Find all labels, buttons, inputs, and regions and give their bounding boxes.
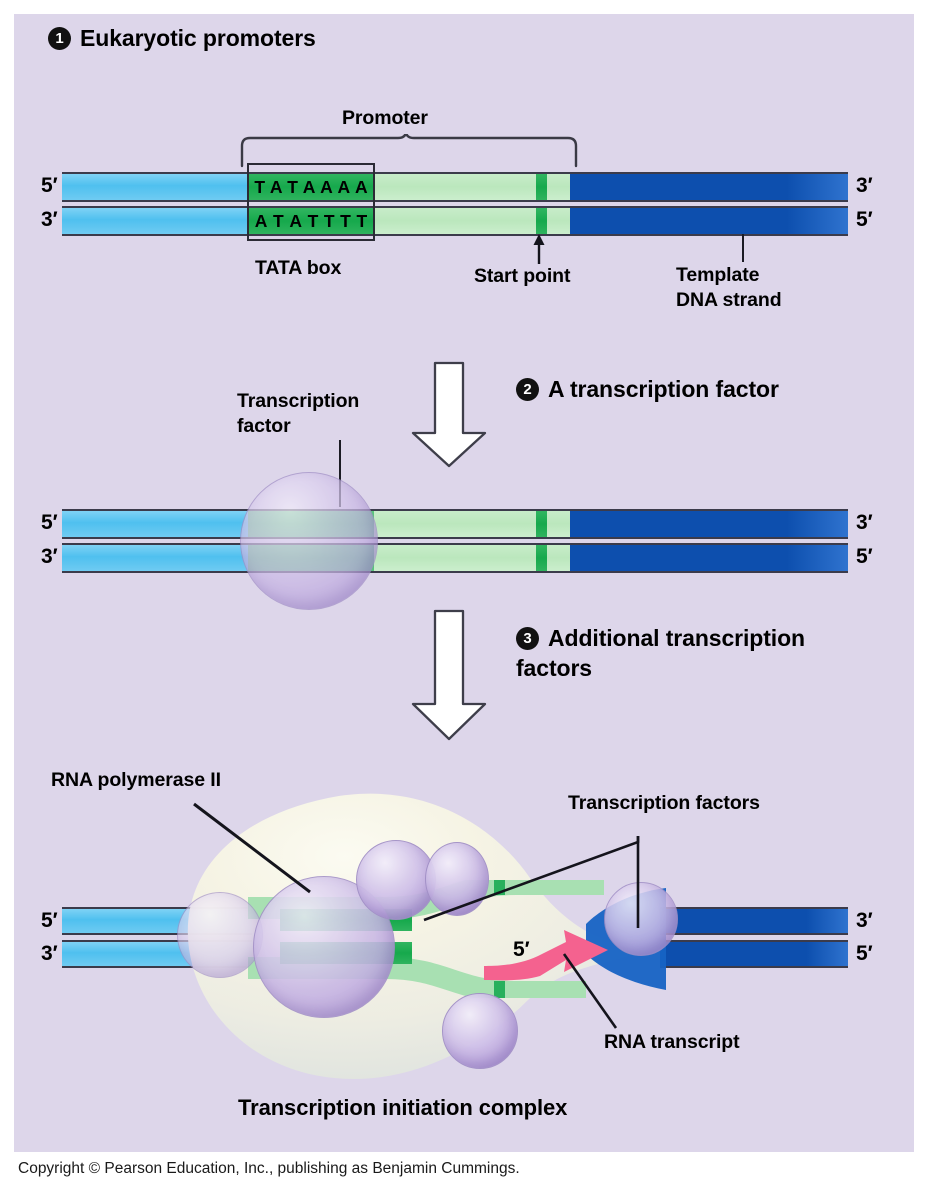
down-arrow-1-icon: [411, 361, 487, 468]
step-2-number: 2: [516, 378, 539, 401]
step3-right-top-prime: 3′: [856, 909, 873, 932]
transcription-factor-leader-line: [339, 440, 342, 507]
step-3-number: 3: [516, 627, 539, 650]
transcription-factor-sphere-lower: [442, 993, 518, 1069]
template-strand-label-line2: DNA strand: [676, 289, 782, 311]
step-2-title: A transcription factor: [548, 376, 779, 402]
step1-right-bottom-prime: 5′: [856, 208, 873, 231]
dna-bottom-strand-step2: [62, 543, 848, 573]
step2-right-bottom-prime: 5′: [856, 545, 873, 568]
start-point-arrow-icon: [533, 234, 545, 264]
rna-polymerase-leader-line: [193, 802, 311, 894]
transcription-factor-sphere-right: [604, 882, 678, 956]
step1-left-bottom-prime: 3′: [41, 208, 58, 231]
step3-left-bottom-prime: 3′: [41, 942, 58, 965]
rna-transcript-arrow: [484, 930, 608, 981]
upstream-factor-sphere: [177, 892, 263, 978]
transcription-factors-leader-lines: [423, 836, 640, 928]
transcription-factor-label-line2: factor: [237, 415, 291, 437]
step3-left-top-prime: 5′: [41, 909, 58, 932]
step1-right-top-prime: 3′: [856, 174, 873, 197]
step3-right-bottom-prime: 5′: [856, 942, 873, 965]
transcription-factor-label-line1: Transcription: [237, 390, 360, 412]
step-1-number: 1: [48, 27, 71, 50]
rna-transcript-leader-line: [562, 953, 618, 1029]
dna-top-strand-step2: [62, 509, 848, 539]
transcription-factor-sphere: [240, 472, 378, 610]
figure-caption: Transcription initiation complex: [238, 1095, 568, 1120]
rna-transcript-prime-label: 5′: [513, 938, 530, 961]
tata-box-outline: [247, 163, 375, 241]
tata-box-label: TATA box: [255, 257, 342, 279]
step-3-title: Additional transcription: [548, 625, 805, 651]
step-1-title: Eukaryotic promoters: [80, 25, 316, 51]
template-strand-label-line1: Template: [676, 264, 760, 286]
dna-bottom-strand-step3-right: [660, 940, 848, 968]
rna-transcript-label: RNA transcript: [604, 1031, 740, 1053]
step2-left-top-prime: 5′: [41, 511, 58, 534]
transcription-factor-sphere-upper-2: [425, 842, 489, 916]
rna-polymerase-label: RNA polymerase II: [51, 769, 221, 791]
promoter-brace: [240, 134, 578, 168]
step2-left-bottom-prime: 3′: [41, 545, 58, 568]
step-3-title-line2: factors: [516, 655, 592, 681]
template-strand-leader-line: [742, 234, 745, 262]
step2-right-top-prime: 3′: [856, 511, 873, 534]
start-point-label: Start point: [474, 265, 571, 287]
dna-top-strand-step3-right: [660, 907, 848, 935]
promoter-label: Promoter: [342, 107, 428, 129]
transcription-factor-sphere-upper-1: [356, 840, 436, 920]
transcription-factors-label: Transcription factors: [568, 792, 760, 814]
down-arrow-2-icon: [411, 609, 487, 741]
copyright-notice: Copyright © Pearson Education, Inc., pub…: [18, 1160, 520, 1177]
step1-left-top-prime: 5′: [41, 174, 58, 197]
